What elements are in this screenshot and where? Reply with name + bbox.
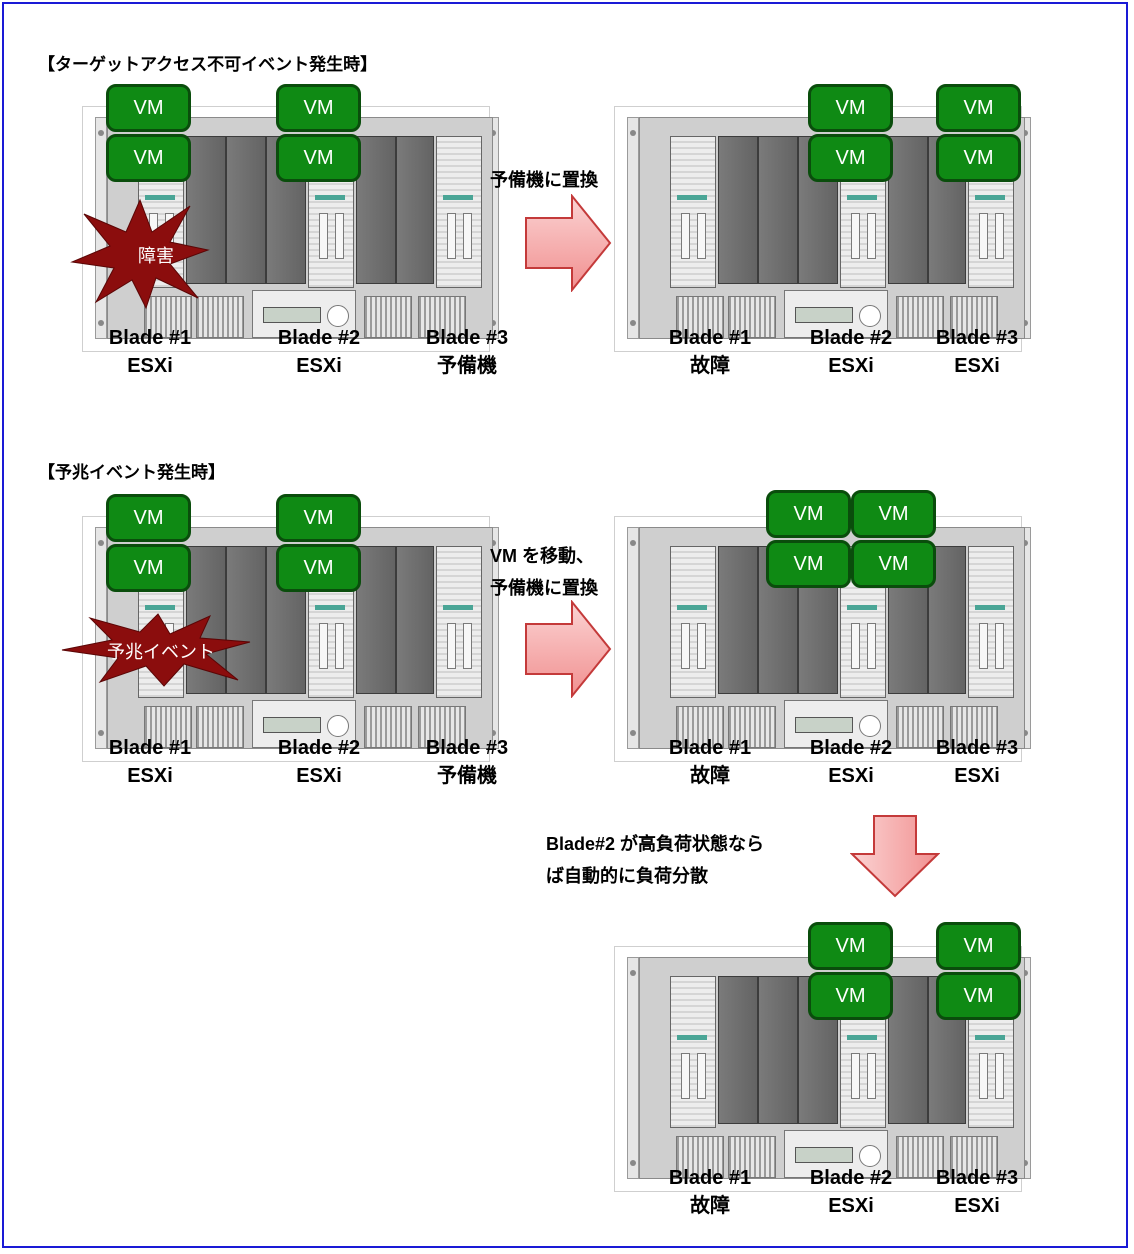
right-arrow-icon — [525, 600, 612, 698]
vm-box: VM — [808, 972, 893, 1020]
right-arrow-icon — [525, 194, 612, 292]
power-supply — [896, 296, 944, 338]
power-supply — [950, 706, 998, 748]
blade-server — [436, 136, 482, 288]
vm-box: VM — [808, 922, 893, 970]
predictive-event-label: 予兆イベント — [107, 642, 215, 662]
power-supply — [676, 1136, 724, 1178]
rack-rail — [627, 527, 639, 749]
down-arrow-icon — [850, 815, 940, 898]
empty-bay — [888, 136, 928, 284]
front-panel — [784, 290, 888, 338]
vm-box: VM — [936, 84, 1021, 132]
vm-box: VM — [276, 84, 361, 132]
power-supply — [896, 1136, 944, 1178]
arrow-caption-replace: 予備機に置換 — [490, 170, 598, 190]
power-supply — [728, 706, 776, 748]
empty-bay — [226, 136, 266, 284]
rack-rail — [95, 527, 107, 749]
down-arrow-caption: Blade#2 が高負荷状態なら ば自動的に負荷分散 — [546, 834, 765, 886]
predictive-event-burst-icon — [61, 613, 251, 687]
fault-label: 障害 — [138, 246, 174, 266]
empty-bay — [356, 546, 396, 694]
vm-box: VM — [106, 544, 191, 592]
power-supply — [144, 706, 192, 748]
empty-bay — [718, 136, 758, 284]
vm-box: VM — [106, 134, 191, 182]
vm-box: VM — [276, 494, 361, 542]
empty-bay — [396, 136, 434, 284]
vm-box: VM — [106, 494, 191, 542]
vm-box: VM — [808, 134, 893, 182]
power-supply — [196, 296, 244, 338]
power-supply — [196, 706, 244, 748]
blade-server — [968, 546, 1014, 698]
power-supply — [728, 296, 776, 338]
vm-box: VM — [276, 544, 361, 592]
power-supply — [418, 706, 466, 748]
empty-bay — [718, 976, 758, 1124]
empty-bay — [758, 976, 798, 1124]
empty-bay — [186, 136, 226, 284]
vm-box: VM — [936, 134, 1021, 182]
vm-box: VM — [106, 84, 191, 132]
vm-box: VM — [276, 134, 361, 182]
enclosure-s2-right — [614, 516, 1031, 762]
vm-box: VM — [766, 540, 851, 588]
empty-bay — [888, 976, 928, 1124]
vm-box: VM — [851, 490, 936, 538]
vm-box: VM — [766, 490, 851, 538]
rack-rail — [627, 117, 639, 339]
blade-server — [436, 546, 482, 698]
rack-rail — [627, 957, 639, 1179]
power-supply — [676, 706, 724, 748]
empty-bay — [718, 546, 758, 694]
power-supply — [676, 296, 724, 338]
front-panel — [784, 1130, 888, 1178]
power-supply — [364, 706, 412, 748]
front-panel — [252, 700, 356, 748]
empty-bay — [396, 546, 434, 694]
power-supply — [950, 1136, 998, 1178]
vm-box: VM — [851, 540, 936, 588]
section-title-target-access: 【ターゲットアクセス不可イベント発生時】 — [38, 55, 378, 74]
power-supply — [418, 296, 466, 338]
fault-burst-icon — [70, 198, 210, 310]
blade-server — [670, 976, 716, 1128]
blade-server — [670, 546, 716, 698]
vm-box: VM — [808, 84, 893, 132]
arrow-caption-move-replace: VM を移動、 予備機に置換 — [490, 546, 598, 598]
section-title-predictive-event: 【予兆イベント発生時】 — [38, 463, 225, 482]
power-supply — [896, 706, 944, 748]
power-supply — [144, 296, 192, 338]
empty-bay — [356, 136, 396, 284]
front-panel — [784, 700, 888, 748]
vm-box: VM — [936, 922, 1021, 970]
empty-bay — [758, 136, 798, 284]
power-supply — [728, 1136, 776, 1178]
empty-bay — [226, 546, 266, 694]
vm-box: VM — [936, 972, 1021, 1020]
power-supply — [364, 296, 412, 338]
front-panel — [252, 290, 356, 338]
power-supply — [950, 296, 998, 338]
blade-server — [670, 136, 716, 288]
